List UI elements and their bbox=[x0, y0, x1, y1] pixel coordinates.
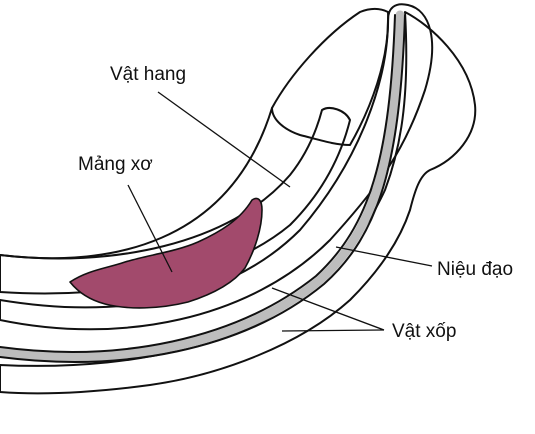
leader-mang-xo bbox=[127, 184, 173, 273]
label-nieu-dao: Niệu đạo bbox=[437, 259, 513, 280]
leader-vat-hang bbox=[157, 91, 291, 188]
label-mang-xo: Mảng xơ bbox=[78, 154, 153, 175]
leader-nieu-dao bbox=[335, 246, 433, 267]
urethra-tube bbox=[0, 10, 405, 362]
urethra-outline-inner bbox=[0, 14, 396, 353]
urethra-outline-outer bbox=[0, 14, 406, 363]
leader-vat-xop-upper bbox=[271, 287, 385, 331]
fibrous-plaque bbox=[69, 197, 263, 309]
corpus-spongiosum-region bbox=[0, 3, 434, 331]
leader-vat-xop-lower bbox=[281, 329, 385, 332]
shaft-upper-outline bbox=[0, 107, 273, 260]
label-vat-xop: Vật xốp bbox=[392, 321, 456, 342]
corpus-cavernosum-tip bbox=[271, 8, 390, 146]
label-vat-hang: Vật hang bbox=[110, 64, 186, 85]
